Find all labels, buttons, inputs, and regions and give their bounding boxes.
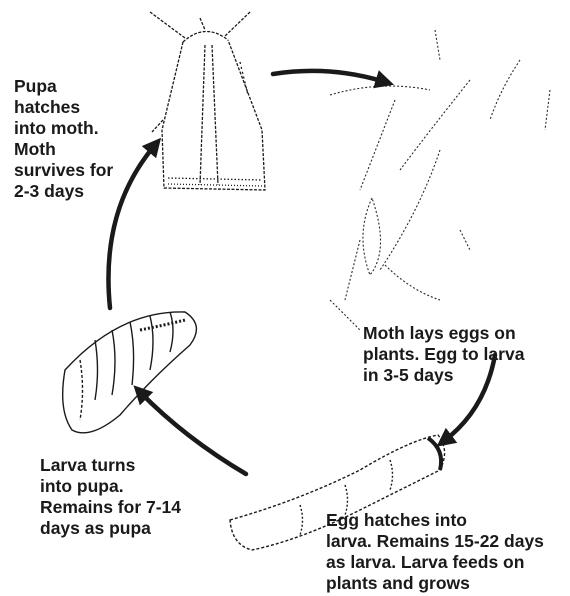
larva-stage-label: Egg hatches into larva. Remains 15-22 da… bbox=[326, 510, 544, 594]
pupa-illustration bbox=[63, 312, 197, 433]
eggs-label-line: plants. Egg to larva bbox=[363, 344, 524, 365]
moth-label-line: Moth bbox=[14, 139, 113, 160]
moth-label-line: Pupa bbox=[14, 76, 113, 97]
pupa-label-line: days as pupa bbox=[40, 518, 181, 539]
eggs-stage-label: Moth lays eggs on plants. Egg to larva i… bbox=[363, 323, 524, 386]
arrow-moth-to-eggs bbox=[273, 71, 385, 82]
moth-label-line: 2-3 days bbox=[14, 181, 113, 202]
larva-label-line: larva. Remains 15-22 days bbox=[326, 531, 544, 552]
pupa-label-line: Remains for 7-14 bbox=[40, 497, 181, 518]
moth-label-line: survives for bbox=[14, 160, 113, 181]
larva-label-line: Egg hatches into bbox=[326, 510, 544, 531]
cycle-arrows bbox=[108, 71, 495, 474]
moth-illustration bbox=[150, 12, 265, 190]
larva-label-line: plants and grows bbox=[326, 573, 544, 594]
eggs-label-line: Moth lays eggs on bbox=[363, 323, 524, 344]
pupa-stage-label: Larva turns into pupa. Remains for 7-14 … bbox=[40, 455, 181, 539]
moth-label-line: into moth. bbox=[14, 118, 113, 139]
pupa-label-line: into pupa. bbox=[40, 476, 181, 497]
moth-label-line: hatches bbox=[14, 97, 113, 118]
eggs-label-line: in 3-5 days bbox=[363, 365, 524, 386]
moth-stage-label: Pupa hatches into moth. Moth survives fo… bbox=[14, 76, 113, 202]
arrow-pupa-to-moth bbox=[108, 145, 155, 308]
larva-label-line: as larva. Larva feeds on bbox=[326, 552, 544, 573]
pupa-label-line: Larva turns bbox=[40, 455, 181, 476]
